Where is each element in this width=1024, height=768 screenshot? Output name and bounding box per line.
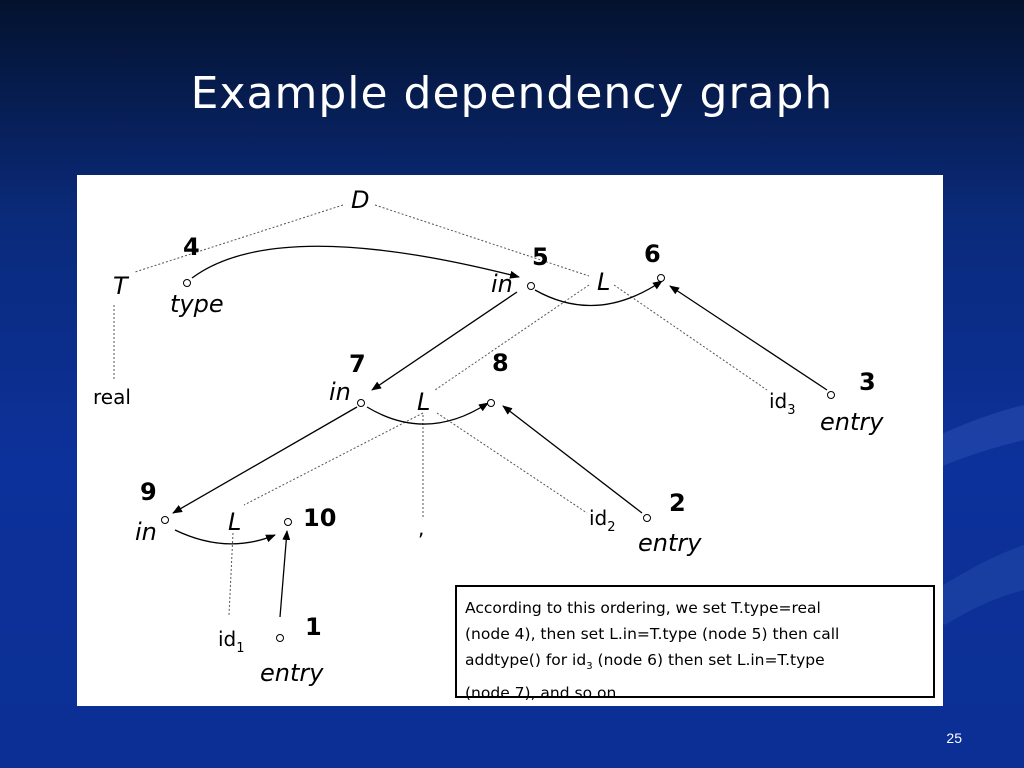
dependency-arrows — [172, 245, 828, 618]
node-D: D — [351, 186, 369, 214]
explanation-note: According to this ordering, we set T.typ… — [455, 585, 935, 702]
node-in-7: in — [329, 378, 351, 406]
order-number-3: 3 — [859, 368, 876, 396]
order-number-1: 1 — [305, 613, 322, 641]
dependency-graph: D T type in L in L in L entry entry entr… — [93, 186, 884, 687]
note-line-3: addtype() for id3 (node 6) then set L.in… — [465, 651, 825, 673]
node-L-2: L — [417, 388, 430, 416]
node-id-1: id1 — [218, 627, 245, 656]
node-id-2: id2 — [589, 506, 616, 535]
note-line-4: (node 7), and so on… — [465, 684, 632, 703]
order-number-9: 9 — [140, 478, 157, 506]
node-entry-3: entry — [820, 408, 884, 436]
node-L-1: L — [597, 268, 610, 296]
node-T: T — [113, 272, 130, 300]
page-number: 25 — [946, 730, 962, 746]
node-in-5: in — [491, 270, 513, 298]
node-real: real — [93, 385, 131, 409]
order-number-7: 7 — [349, 350, 366, 378]
node-type: type — [170, 290, 224, 318]
order-number-6: 6 — [644, 240, 661, 268]
slide-title: Example dependency graph — [190, 68, 834, 119]
order-number-5: 5 — [532, 243, 549, 271]
node-id-3: id3 — [769, 389, 796, 418]
order-number-4: 4 — [183, 233, 200, 261]
order-number-8: 8 — [492, 349, 509, 377]
diagram-panel: D T type in L in L in L entry entry entr… — [77, 175, 943, 706]
node-entry-2: entry — [638, 529, 702, 557]
node-comma: , — [418, 516, 424, 540]
parse-tree-edges — [113, 204, 768, 616]
note-line-1: According to this ordering, we set T.typ… — [465, 599, 821, 617]
order-number-2: 2 — [669, 489, 686, 517]
node-L-3: L — [228, 508, 241, 536]
node-entry-1: entry — [260, 659, 324, 687]
note-line-2: (node 4), then set L.in=T.type (node 5) … — [465, 625, 840, 643]
node-in-9: in — [135, 518, 157, 546]
order-number-10: 10 — [303, 504, 336, 532]
attribute-circles — [161, 274, 835, 642]
